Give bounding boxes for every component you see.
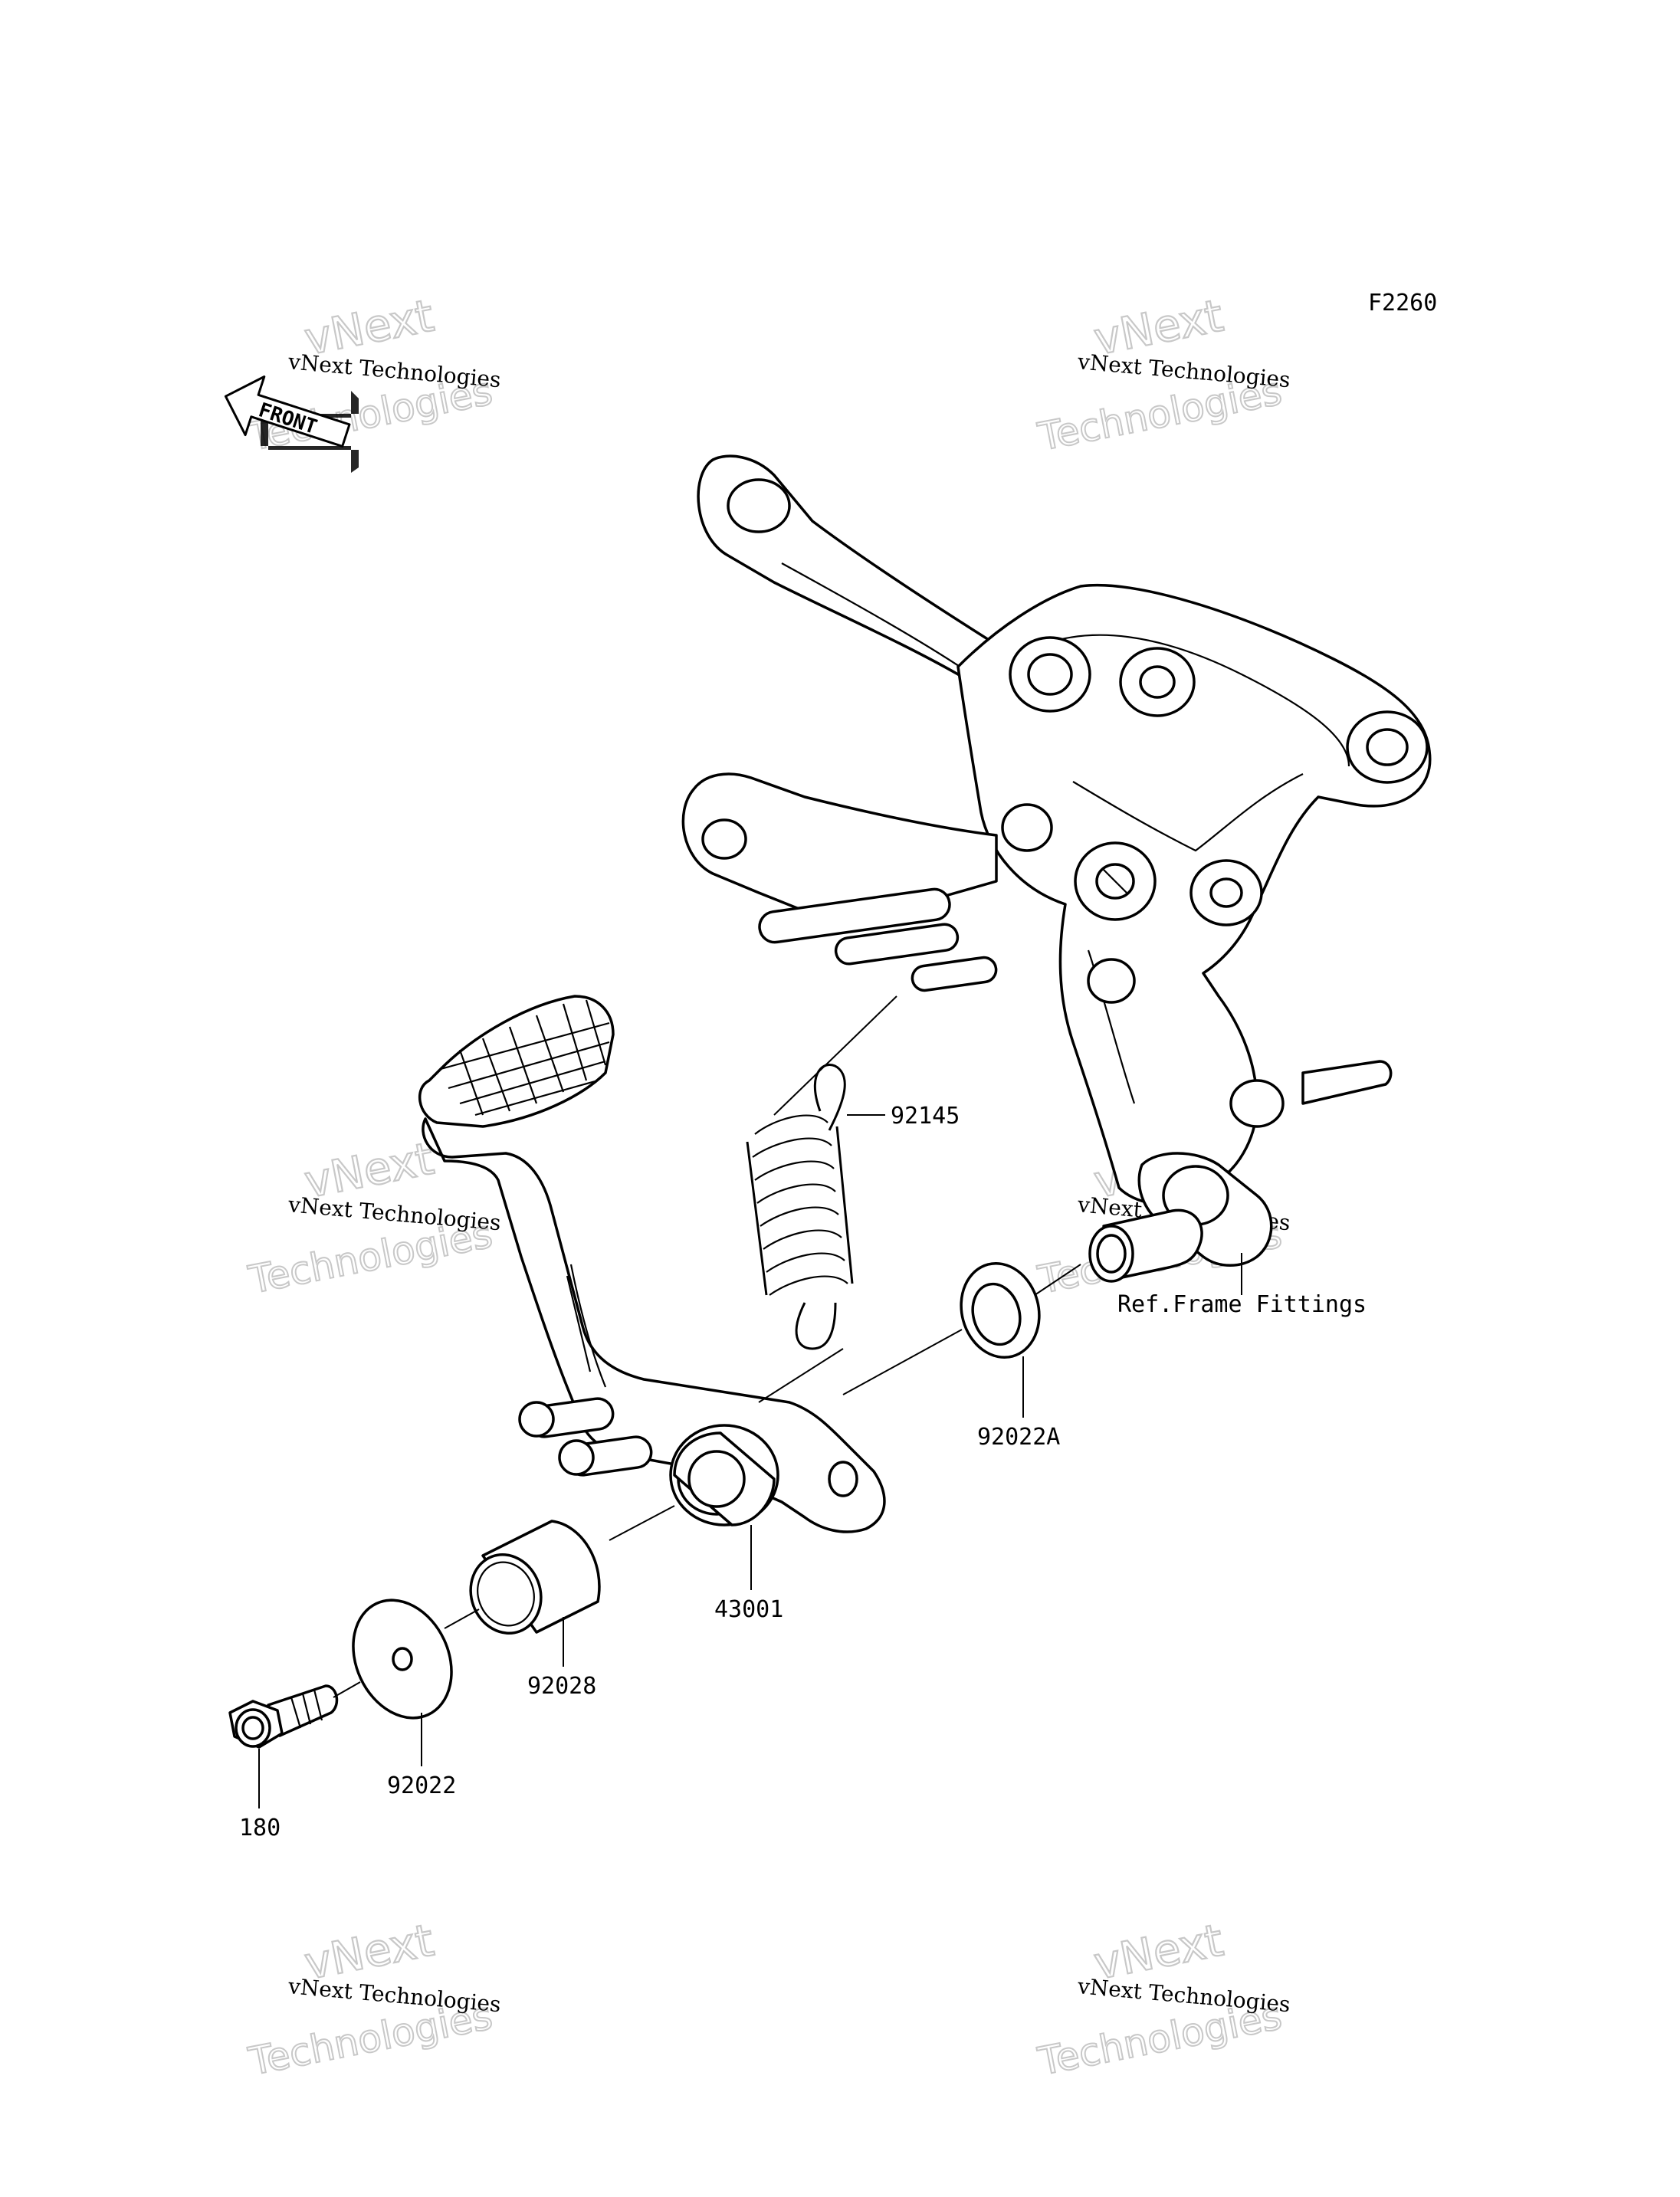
watermark-bottom-left: vNext Technologies vNext Technologies [244,1913,502,2084]
callout-92028: 92028 [527,1673,596,1700]
callout-92022: 92022 [387,1772,456,1799]
callout-ref-frame-fittings: Ref.Frame Fittings [1117,1291,1367,1318]
collar-92028 [469,1520,601,1635]
front-arrow-icon: FRONT [224,375,359,473]
svg-text:vNext Technologies: vNext Technologies [287,1973,502,2017]
brake-pedal-43001 [418,995,886,1533]
watermark-top-left: vNext Technologies vNext Technologies [244,288,502,460]
washer-92022 [352,1599,453,1720]
callout-92022a: 92022A [977,1424,1060,1451]
bolt-180 [228,1684,339,1749]
callout-43001: 43001 [714,1596,783,1623]
svg-text:vNext Technologies: vNext Technologies [1076,1973,1291,2017]
svg-text:vNext Technologies: vNext Technologies [287,349,502,392]
assembly-lines [258,995,1242,1808]
callout-92145: 92145 [891,1103,960,1130]
svg-text:vNext Technologies: vNext Technologies [287,1192,502,1235]
pedal-tread-pattern [440,999,610,1117]
spring-92145 [746,1064,854,1350]
frame-bracket [681,454,1432,1283]
diagram-code: F2260 [1368,290,1437,316]
watermark-bottom-right: vNext Technologies vNext Technologies [1034,1913,1291,2084]
svg-text:vNext Technologies: vNext Technologies [1076,349,1291,392]
callout-180: 180 [239,1815,281,1841]
washer-92022a [960,1261,1041,1359]
watermark-top-right: vNext Technologies vNext Technologies [1034,288,1291,460]
